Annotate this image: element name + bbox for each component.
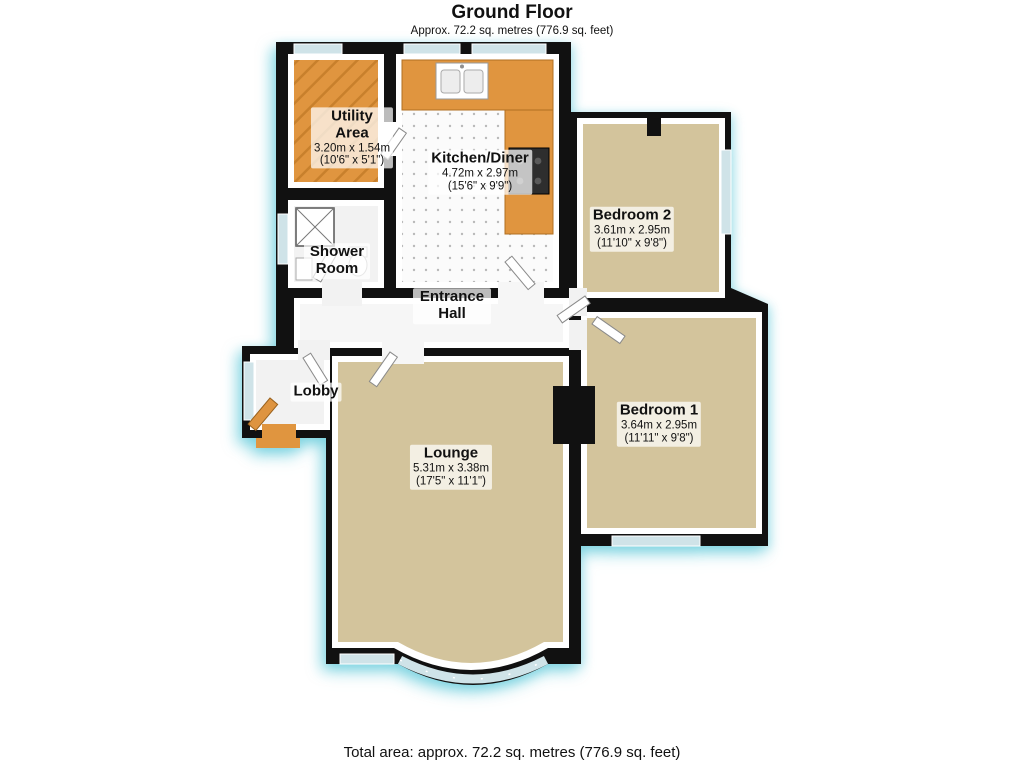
window-utility [293,43,343,55]
total-area-text: Total area: approx. 72.2 sq. metres (776… [343,744,681,761]
room-dims-m: 5.31m x 3.38m [412,462,490,475]
room-name: Bedroom 1 [619,401,699,419]
room-label-lobby: Lobby [290,382,342,402]
opening-bedroom1 [569,320,587,350]
lounge-floor [338,362,563,663]
door-kitchen [504,255,536,291]
room-dims-ft: (15'6" x 9'9") [447,180,513,193]
room-name: Bedroom 2 [592,206,672,224]
room-label-shower: Shower Room [304,243,370,279]
room-dims-ft: (11'10" x 9'8") [597,237,667,250]
door-bedroom2 [556,295,591,324]
bedroom2-wall-notch [647,112,661,136]
room-kitchen [396,54,559,288]
room-name: Kitchen/Diner [431,149,529,167]
room-label-lounge: Lounge 5.31m x 3.38m (17'5" x 11'1") [409,444,493,490]
room-name: Shower Room [309,243,365,277]
window-shower [277,213,289,265]
front-step [256,438,300,448]
window-kitchen-2 [471,43,547,55]
room-dims-m: 4.72m x 2.97m [441,167,519,180]
room-lounge [332,356,569,670]
room-dims-ft: (17'5" x 11'1") [416,475,486,488]
room-label-bedroom2: Bedroom 2 3.61m x 2.95m (11'10" x 9'8") [589,206,675,252]
room-label-utility: Utility Area 3.20m x 1.54m (10'6" x 5'1"… [310,107,394,169]
room-dims-m: 3.61m x 2.95m [593,224,671,237]
room-name: Lounge [423,444,479,462]
chimney-breast [553,386,595,444]
door-front [247,397,279,432]
door-openings [256,122,587,448]
room-bedroom2 [577,112,725,298]
room-label-hall: Entrance Hall [413,288,491,324]
room-label-kitchen: Kitchen/Diner 4.72m x 2.97m (15'6" x 9'9… [428,149,532,195]
windows [243,43,732,684]
opening-front-door [262,424,296,438]
window-bedroom1 [611,535,701,547]
window-lobby [243,361,255,421]
room-dims-m: 3.64m x 2.95m [620,419,698,432]
opening-lobby [298,340,330,360]
window-lounge-left [339,653,395,665]
bay-window [397,656,549,684]
shower-cubicle-icon [295,207,335,247]
opening-kitchen-hall [498,282,544,304]
door-lounge [368,351,399,388]
room-name: Lobby [293,382,339,400]
room-label-bedroom1: Bedroom 1 3.64m x 2.95m (11'11" x 9'8") [616,401,702,447]
opening-shower [322,280,362,306]
window-bedroom2 [720,149,732,235]
room-bedroom1 [581,312,762,534]
door-bedroom1 [591,315,626,345]
kitchen-sink-icon [435,62,489,100]
page-title: Ground Floor [451,2,573,23]
room-name: Entrance Hall [419,288,485,322]
window-kitchen-1 [403,43,461,55]
room-dims-m: 3.20m x 1.54m [313,141,391,154]
page-subtitle: Approx. 72.2 sq. metres (776.9 sq. feet) [410,25,614,37]
room-name: Utility Area [331,107,373,142]
room-dims-ft: (10'6" x 5'1") [319,154,385,167]
room-dims-ft: (11'11" x 9'8") [624,432,694,445]
